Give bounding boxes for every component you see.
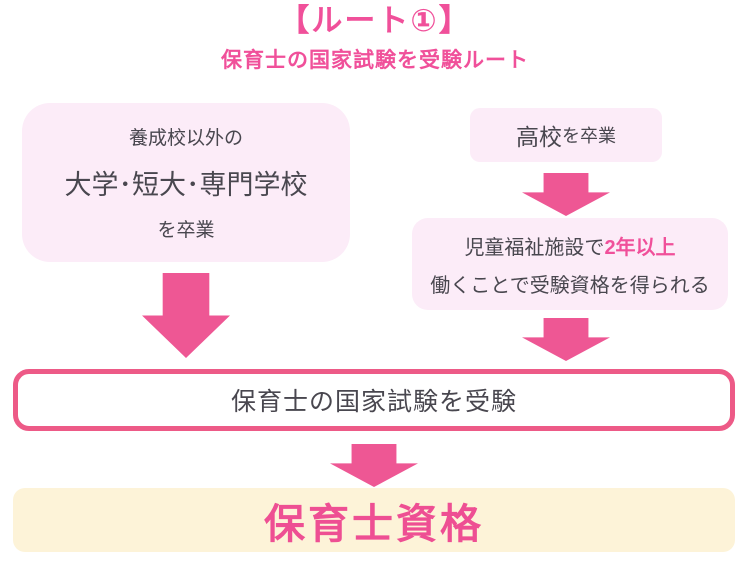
down-arrow-icon	[330, 444, 418, 487]
child-welfare-facility-box: 児童福祉施設で2年以上 働くことで受験資格を得られる	[412, 218, 728, 310]
national-exam-label: 保育士の国家試験を受験	[230, 388, 517, 416]
national-exam-box: 保育士の国家試験を受験	[13, 369, 735, 431]
non-training-school-line1: 養成校以外の	[128, 128, 243, 149]
child-welfare-facility-line1: 児童福祉施設で2年以上	[464, 231, 675, 260]
child-welfare-facility-line2: 働くことで受験資格を得られる	[430, 274, 710, 297]
down-arrow-icon	[142, 273, 230, 358]
page-title: 【ルート①】	[278, 3, 472, 38]
non-training-school-line2: 大学･短大･専門学校	[64, 170, 308, 200]
down-arrow-icon	[522, 173, 610, 216]
non-training-school-box: 養成校以外の 大学･短大･専門学校 を卒業	[22, 103, 350, 262]
high-school-box: 高校を卒業	[470, 108, 662, 162]
non-training-school-line3: を卒業	[157, 220, 215, 241]
high-school-emphasis: 高校	[516, 124, 562, 150]
child-welfare-facility-line1-text: 児童福祉施設で	[464, 236, 605, 259]
down-arrow-icon	[522, 318, 610, 361]
page-subtitle: 保育士の国家試験を受験ルート	[221, 49, 529, 72]
license-result-label: 保育士資格	[264, 501, 484, 547]
child-welfare-facility-line1-highlight: 2年以上	[604, 236, 676, 259]
license-result-box: 保育士資格	[13, 488, 735, 552]
high-school-rest: を卒業	[562, 126, 616, 146]
